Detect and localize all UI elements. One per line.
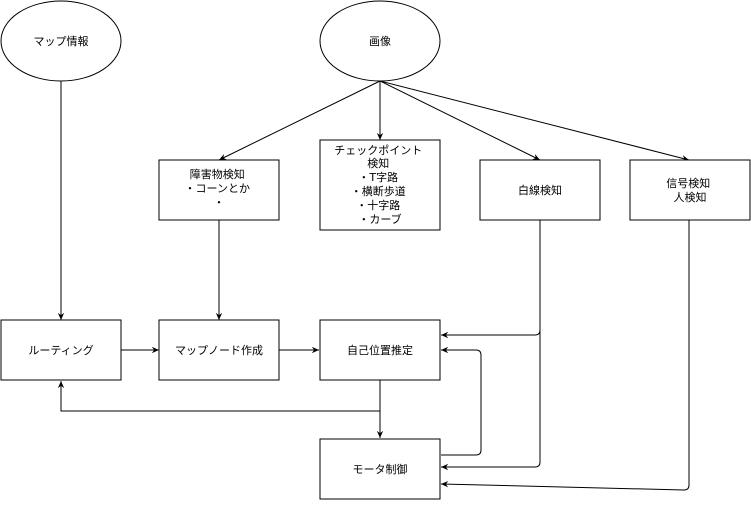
- node-checkpoint-line-6: ・カーブ: [358, 212, 401, 226]
- edge-image-to-signal: [379, 80, 690, 162]
- svg-text:チェックポイント 検知 ・T字路: チェックポイント 検知 ・T字路 ・横断歩道 ・十字路 ・カーブ: [334, 144, 426, 226]
- node-obstacle-line-2: ・コーンとか: [185, 182, 250, 195]
- node-routing: ルーティング: [0, 319, 122, 381]
- node-obstacle-line-3: ・: [214, 196, 225, 209]
- node-self-pos-label: 自己位置推定: [347, 343, 413, 357]
- node-checkpoint-line-5: ・十字路: [356, 198, 400, 212]
- svg-text:障害物検知 ・コーンとか ・: 障害物検知 ・コーンとか ・: [185, 167, 254, 209]
- node-motor-label: モータ制御: [353, 462, 408, 476]
- node-checkpoint-line-3: ・T字路: [358, 170, 398, 184]
- node-image-label: 画像: [369, 35, 391, 48]
- edge-image-to-obstacle: [218, 80, 381, 161]
- edge-motor-to-selfpos: [441, 346, 482, 456]
- edge-selfpos-to-routing: [57, 380, 381, 412]
- node-signal-line-2: 人検知: [674, 190, 707, 204]
- node-routing-label: ルーティング: [28, 343, 93, 357]
- node-map-info-label: マップ情報: [34, 35, 89, 48]
- edges: [57, 80, 690, 491]
- edge-signal-to-motor: [440, 220, 690, 491]
- node-signal-line-1: 信号検知: [666, 176, 710, 190]
- edge-image-to-whiteline: [379, 80, 541, 161]
- edge-whiteline-to-motor: [441, 320, 541, 471]
- node-image: 画像: [319, 0, 441, 82]
- node-white-line-detection: 白線検知: [479, 159, 601, 221]
- node-checkpoint-line-2: 検知: [367, 156, 389, 170]
- node-map-info: マップ情報: [0, 0, 122, 82]
- node-checkpoint-line-1: チェックポイント: [334, 144, 422, 157]
- edge-whiteline-to-selfpos: [441, 220, 541, 339]
- node-map-node-label: マップノード作成: [175, 344, 263, 357]
- node-checkpoint-line-4: ・横断歩道: [351, 184, 406, 198]
- node-checkpoint-detection: チェックポイント 検知 ・T字路 ・横断歩道 ・十字路 ・カーブ: [319, 139, 441, 231]
- node-self-position-estimation: 自己位置推定: [319, 319, 441, 381]
- node-signal-detection: 信号検知 人検知: [629, 159, 751, 221]
- node-motor-control: モータ制御: [319, 438, 441, 500]
- node-obstacle-line-1: 障害物検知: [190, 167, 245, 181]
- svg-text:信号検知 人検知: 信号検知 人検知: [666, 176, 714, 204]
- node-map-node-creation: マップノード作成: [158, 319, 280, 381]
- node-obstacle-detection: 障害物検知 ・コーンとか ・: [158, 159, 280, 221]
- node-white-line-label: 白線検知: [518, 183, 562, 197]
